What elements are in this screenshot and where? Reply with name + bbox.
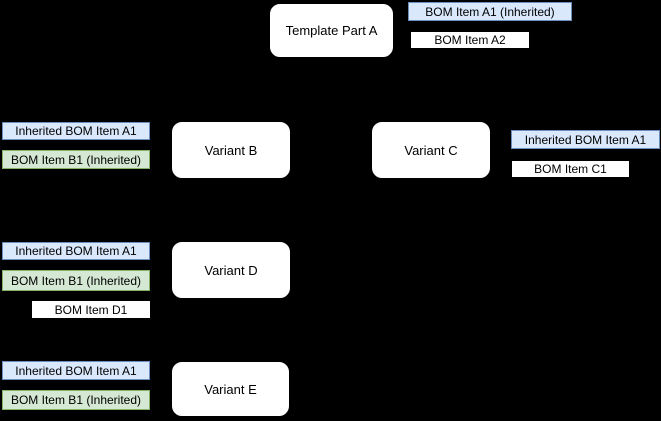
bom-chip-a1-inherited: BOM Item A1 (Inherited) — [408, 2, 572, 21]
bom-chip-variant-d-inherited-a1: Inherited BOM Item A1 — [2, 242, 150, 260]
node-variant-b: Variant B — [171, 121, 291, 179]
node-variant-e: Variant E — [171, 361, 290, 417]
bom-chip-variant-b-b1: BOM Item B1 (Inherited) — [2, 150, 150, 169]
node-variant-d: Variant D — [171, 241, 291, 299]
bom-chip-variant-e-b1: BOM Item B1 (Inherited) — [2, 390, 150, 410]
bom-chip-variant-d-b1: BOM Item B1 (Inherited) — [2, 270, 150, 291]
bom-chip-variant-e-inherited-a1: Inherited BOM Item A1 — [2, 361, 150, 380]
bom-chip-variant-b-inherited-a1: Inherited BOM Item A1 — [2, 122, 150, 140]
bom-chip-variant-c-inherited-a1: Inherited BOM Item A1 — [511, 130, 660, 149]
bom-chip-variant-d-d1: BOM Item D1 — [31, 300, 151, 319]
node-template-part-a: Template Part A — [269, 3, 394, 58]
node-variant-c: Variant C — [371, 121, 491, 179]
bom-chip-variant-c-c1: BOM Item C1 — [511, 160, 630, 178]
bom-chip-a2: BOM Item A2 — [410, 31, 530, 49]
